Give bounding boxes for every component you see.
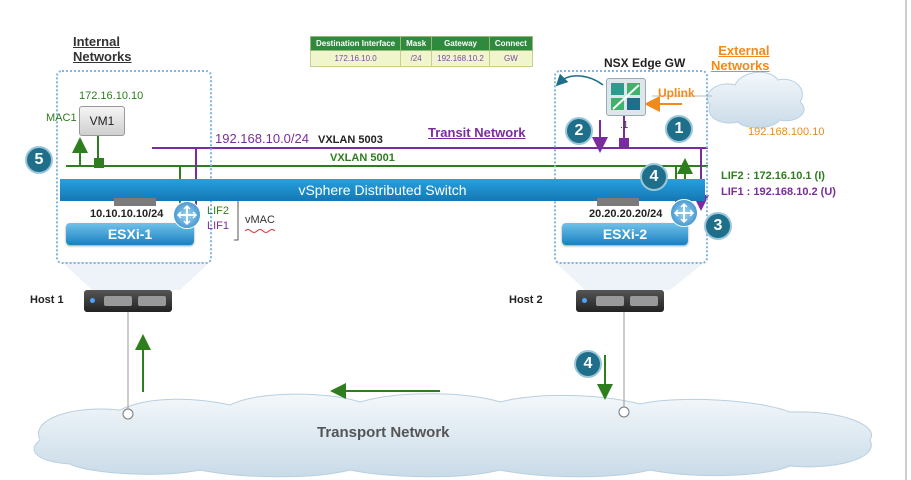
- arrow-edge-to-table: [555, 73, 604, 87]
- transit-network-title: Transit Network: [428, 125, 526, 140]
- lif1-label: LIF1 : 192.168.10.2 (U): [721, 186, 836, 198]
- step-5-marker: 5: [25, 146, 53, 174]
- edge-port-label: .1: [620, 120, 629, 131]
- vm1-name: VM1: [89, 114, 115, 128]
- nsx-edge-label: NSX Edge GW: [604, 56, 686, 70]
- esxi2-router-icon[interactable]: [670, 199, 698, 227]
- route-cell-gateway: 192.168.10.2: [431, 50, 490, 67]
- external-networks-title: External Networks: [711, 43, 770, 73]
- internal-networks-box: [56, 70, 212, 264]
- transport-cloud: [33, 393, 873, 478]
- esxi2-vtep-label: 20.20.20.20/24: [589, 208, 663, 220]
- vmac-label: vMAC: [245, 214, 275, 226]
- host1-server[interactable]: [84, 290, 172, 312]
- vmac-bracket: [234, 197, 239, 241]
- step-4b-marker: 4: [574, 350, 602, 378]
- esxi1-router-icon[interactable]: [173, 201, 201, 229]
- esxi1-lif1-label: LIF1: [207, 220, 230, 232]
- route-cell-destination: 172.16.10.0: [309, 50, 402, 67]
- vm1-ip-label: 172.16.10.10: [79, 90, 144, 102]
- host1-port: [122, 408, 134, 420]
- route-header-mask: Mask: [400, 36, 433, 51]
- edge-transit-port: [619, 138, 629, 148]
- host1-label: Host 1: [30, 294, 64, 306]
- host2-port: [618, 406, 630, 418]
- vm1-port: [94, 158, 104, 168]
- vm1-box[interactable]: VM1: [79, 106, 125, 136]
- route-cell-mask: /24: [400, 50, 433, 67]
- host2-server[interactable]: [576, 290, 664, 312]
- step-1-marker: 1: [665, 115, 693, 143]
- esxi2-funnel: [555, 262, 705, 290]
- route-header-destination: Destination Interface: [309, 36, 402, 51]
- internal-networks-title: Internal Networks: [73, 34, 132, 64]
- edge-networks-box: [554, 70, 708, 264]
- step-3-marker: 3: [704, 212, 732, 240]
- vxlan5003-label: VXLAN 5003: [318, 134, 383, 146]
- transport-network-label: Transport Network: [317, 424, 450, 441]
- esxi2-vtep-port: [597, 198, 639, 206]
- transit-subnet-label: 192.168.10.0/24: [215, 131, 309, 146]
- lif2-label: LIF2 : 172.16.10.1 (I): [721, 170, 825, 182]
- external-cloud: [707, 71, 805, 129]
- esxi1-name: ESXi-1: [107, 226, 153, 242]
- vds-label: vSphere Distributed Switch: [298, 182, 467, 198]
- uplink-label: Uplink: [658, 86, 695, 100]
- routing-table-header-row: Destination Interface Mask Gateway Conne…: [309, 36, 533, 51]
- esxi2-name: ESXi-2: [602, 226, 648, 242]
- host2-label: Host 2: [509, 294, 543, 306]
- esxi2-box[interactable]: ESXi-2: [562, 223, 688, 245]
- esxi1-lif2-label: LIF2: [207, 205, 230, 217]
- vxlan5001-label: VXLAN 5001: [330, 152, 395, 164]
- mac1-label: MAC1: [46, 112, 77, 124]
- step-2-marker: 2: [565, 117, 593, 145]
- esxi1-box[interactable]: ESXi-1: [66, 223, 194, 245]
- external-ip-label: 192.168.100.10: [748, 126, 825, 138]
- nsx-edge-icon[interactable]: [606, 78, 646, 116]
- vmac-squiggle: [244, 229, 276, 233]
- esxi1-funnel: [62, 262, 210, 290]
- vds-bar: vSphere Distributed Switch: [60, 179, 705, 201]
- esxi1-vtep-port: [114, 198, 156, 206]
- route-header-connect: Connect: [488, 36, 533, 51]
- route-cell-connect: GW: [488, 50, 533, 67]
- table-row: 172.16.10.0 /24 192.168.10.2 GW: [309, 50, 533, 67]
- routing-table: Destination Interface Mask Gateway Conne…: [309, 36, 533, 67]
- esxi1-vtep-label: 10.10.10.10/24: [90, 208, 164, 220]
- step-4-marker: 4: [640, 163, 668, 191]
- route-header-gateway: Gateway: [431, 36, 490, 51]
